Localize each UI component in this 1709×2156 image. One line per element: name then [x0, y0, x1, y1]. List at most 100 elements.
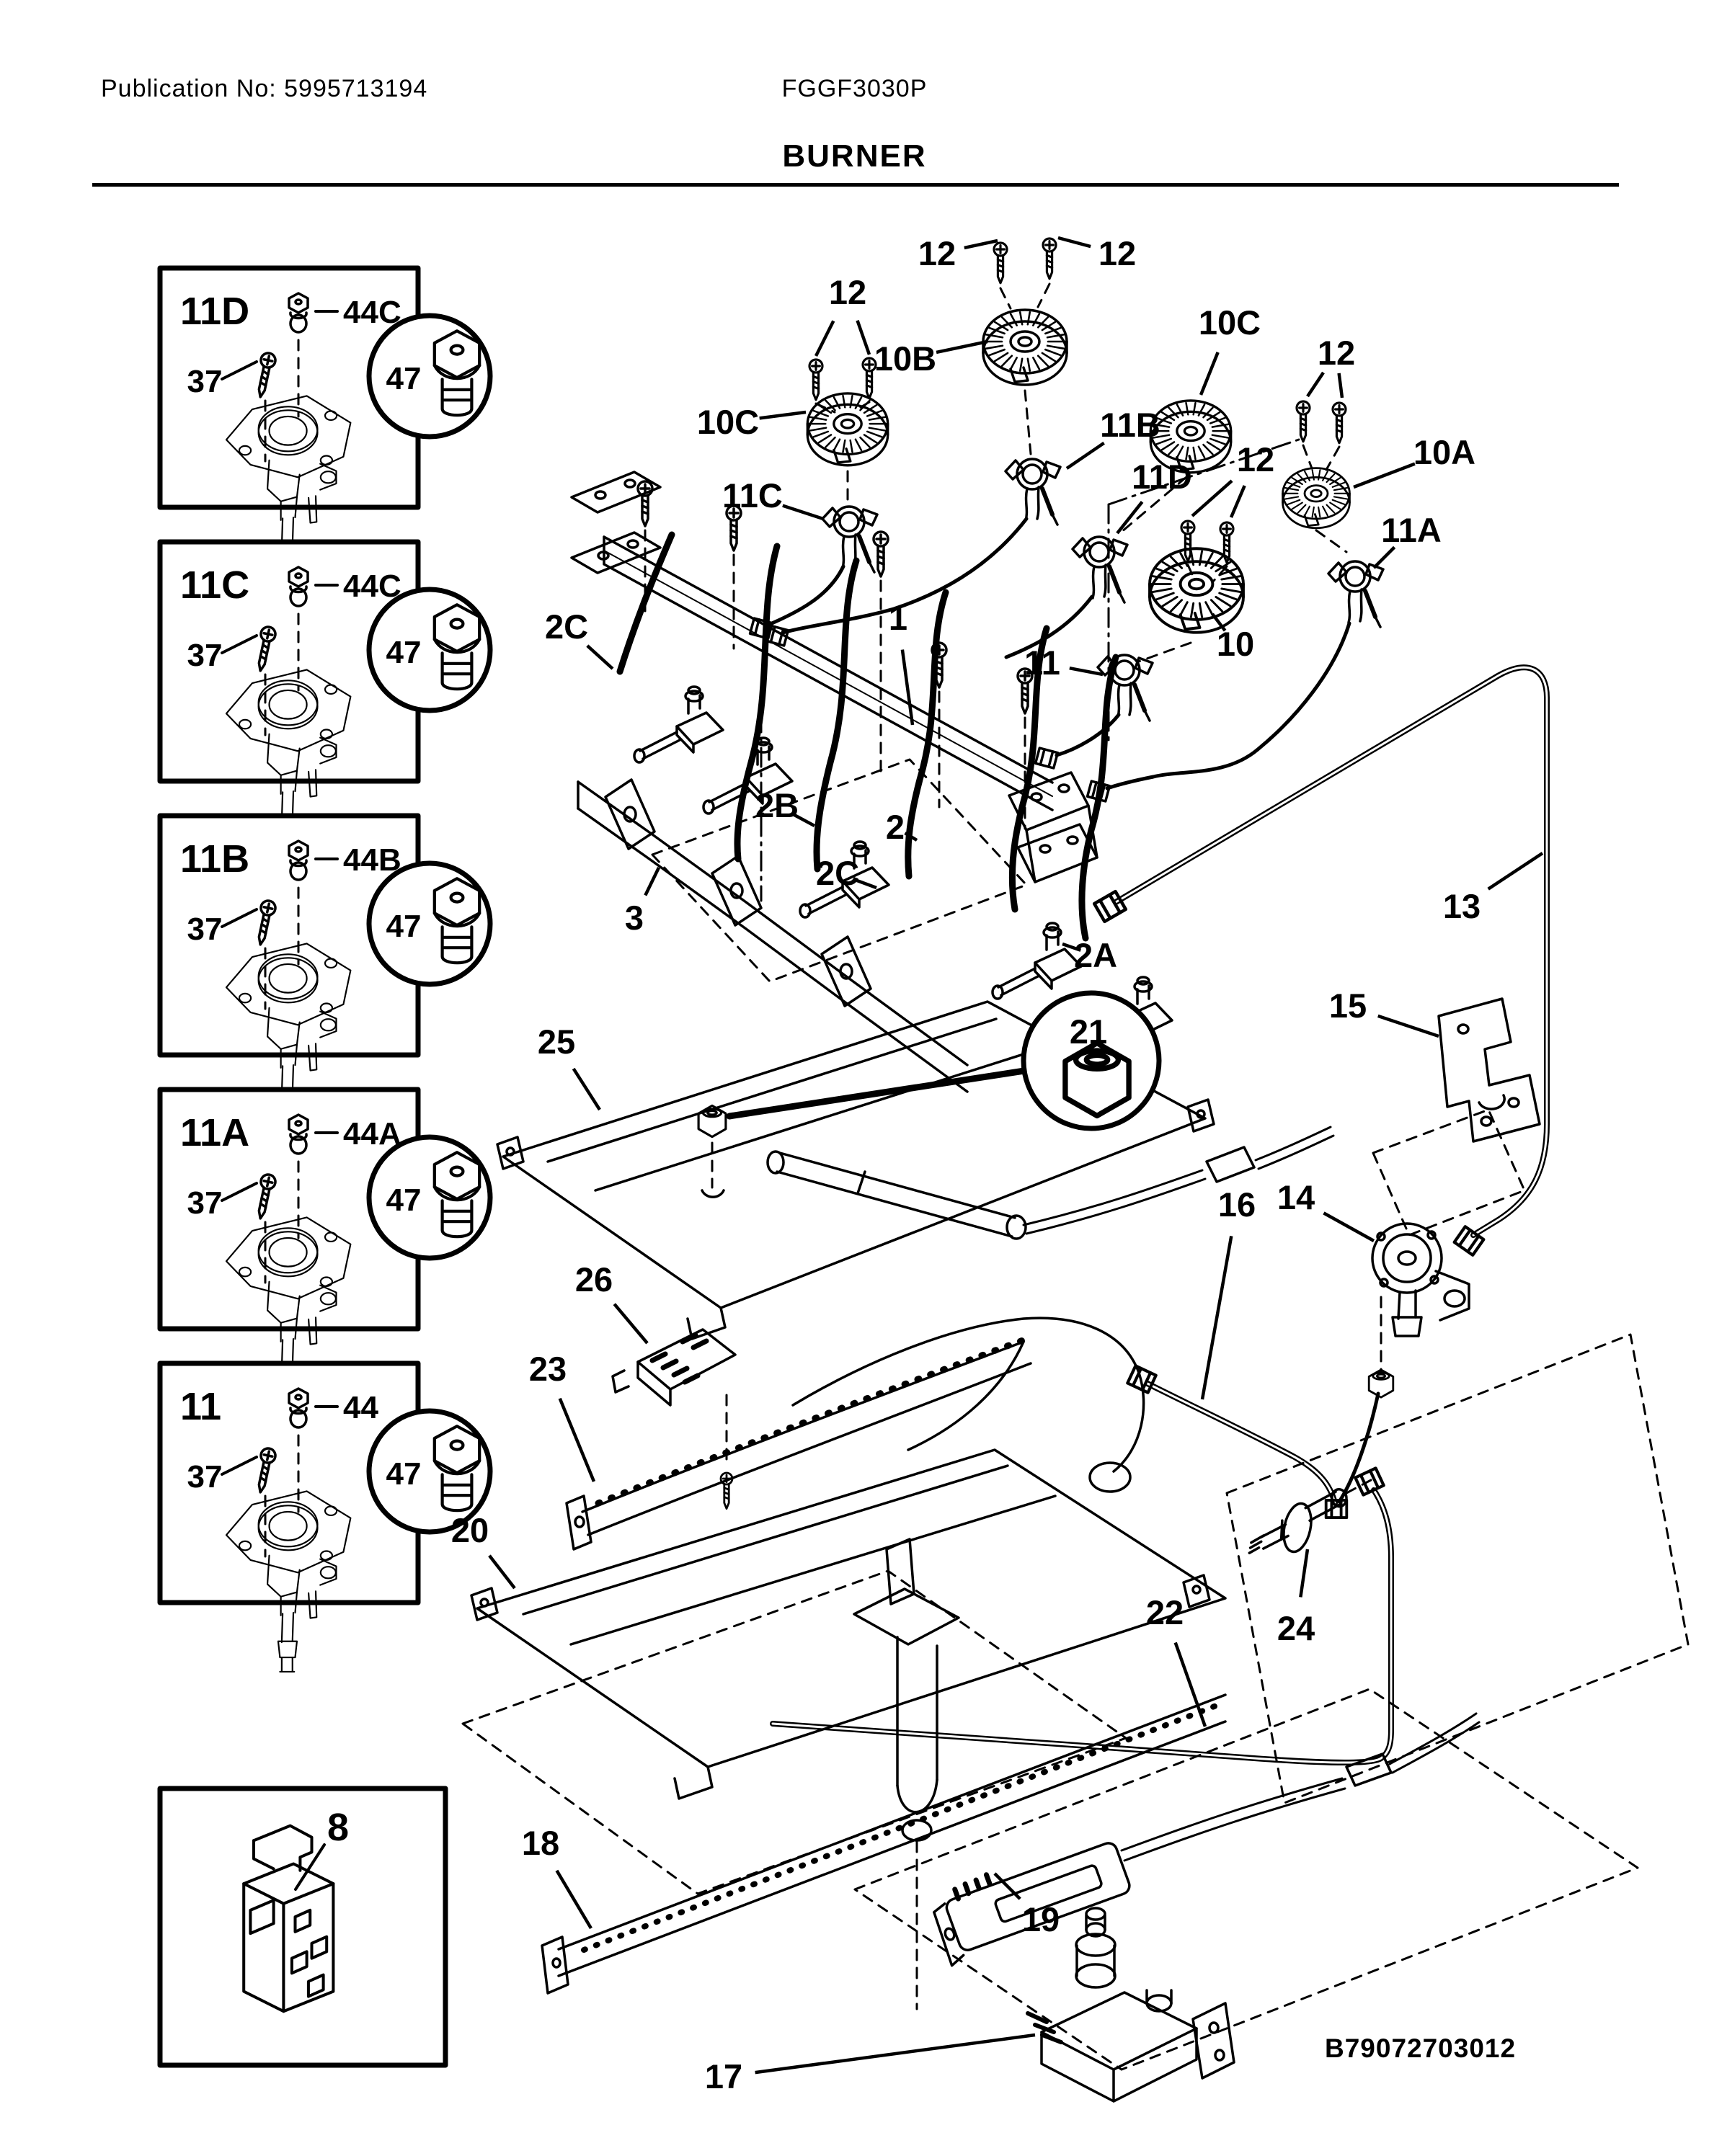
gas-valve [633, 685, 724, 764]
orifice-holder-11a [1328, 561, 1383, 627]
callout-10B: 10B [874, 339, 936, 378]
construction-box [461, 1569, 1127, 1895]
publication-number: Publication No: 5995713194 [101, 75, 428, 102]
orifice-holder-11b [1006, 459, 1060, 525]
construction-box [1372, 1108, 1526, 1237]
cap-screws-12 [808, 237, 1347, 564]
construction-box [651, 758, 1028, 983]
callout-20: 20 [451, 1511, 489, 1549]
key-label: 47 [386, 361, 422, 396]
detail-box-8: 8 [157, 1786, 448, 2068]
screw-label: 37 [187, 638, 223, 673]
callout-leader [613, 1303, 649, 1345]
callout-leader [904, 832, 918, 842]
orifice-label: 44A [343, 1116, 401, 1152]
callout-leader [755, 2033, 1036, 2075]
callout-12: 12 [829, 273, 866, 311]
callout-2A: 2A [1074, 936, 1117, 974]
callout-leader [555, 1869, 592, 1930]
broil-igniter-tube [766, 1126, 1335, 1240]
callout-leader [782, 504, 824, 521]
key-label: 47 [386, 635, 422, 670]
callout-leader [814, 320, 835, 357]
rail-screws [636, 480, 1034, 830]
burner-box-rail-3 [577, 778, 969, 1093]
callout-leader [1069, 666, 1104, 677]
callout-13: 13 [1443, 887, 1481, 925]
callout-22: 22 [1146, 1593, 1184, 1631]
callout-leader [586, 644, 614, 670]
callout-leader [1057, 236, 1091, 249]
screw-label: 37 [187, 912, 223, 947]
callout-26: 26 [575, 1260, 613, 1298]
callout-leader [759, 410, 807, 420]
burner-cap-10c-left [806, 392, 889, 467]
burner-cap-10 [1148, 547, 1245, 634]
callout-leader [856, 319, 871, 355]
callout-24: 24 [1277, 1609, 1315, 1647]
key-label: 47 [386, 909, 422, 944]
callout-17: 17 [705, 2057, 742, 2095]
nut-21-group [697, 990, 1162, 1198]
screw-label: 37 [187, 1459, 223, 1494]
callout-leader [1116, 501, 1144, 535]
pipe-22 [770, 1468, 1394, 1765]
callout-leader [1377, 1014, 1439, 1038]
callout-leader [1229, 485, 1246, 518]
callout-11A: 11A [1381, 511, 1442, 549]
callout-leader [854, 878, 877, 890]
orifice-holder-11d [1073, 537, 1127, 602]
detail-box-label: 11B [180, 837, 249, 881]
callout-2: 2 [886, 808, 905, 846]
callout-12: 12 [1237, 440, 1274, 478]
callout-leader [1487, 852, 1544, 891]
diagram-code: B79072703012 [1325, 2034, 1517, 2063]
callout-leader [1199, 352, 1220, 396]
callout-12: 12 [1098, 234, 1136, 272]
gas-valve [991, 922, 1083, 1000]
callout-3: 3 [625, 899, 644, 937]
callout-leader [1211, 612, 1227, 632]
callout-12: 12 [918, 234, 956, 272]
orifice-label: 44B [343, 842, 401, 878]
callout-10C: 10C [697, 403, 759, 441]
callout-leader [1337, 373, 1344, 398]
callout-11: 11 [1024, 643, 1060, 682]
callout-leader [572, 1067, 601, 1111]
callout-leader [1200, 1235, 1233, 1400]
callout-leader [1191, 479, 1233, 517]
callout-11D: 11D [1132, 458, 1192, 496]
gas-supply-pipe-13 [1094, 664, 1550, 1255]
pipe-16 [1127, 1366, 1349, 1520]
safety-valve-17 [1026, 1907, 1235, 2103]
orifice-label: 44C [343, 295, 401, 330]
electrode-dash [1345, 1479, 1372, 1494]
callout-leader [488, 1554, 516, 1590]
page-title: BURNER [782, 138, 927, 174]
detail-box-label: 11D [180, 290, 249, 333]
callout-25: 25 [538, 1023, 575, 1061]
burner-pan-20 [470, 1448, 1227, 1800]
construction-box [1225, 1333, 1690, 1804]
callout-leader [964, 239, 998, 250]
callout-leader [900, 649, 915, 726]
callout-12: 12 [1318, 334, 1355, 372]
title-rule [92, 183, 1619, 187]
callout-leader [1306, 371, 1325, 398]
model-number: FGGF3030P [781, 75, 928, 102]
callout-14: 14 [1277, 1178, 1315, 1216]
callout-11B: 11B [1100, 406, 1160, 444]
callout-11C: 11C [722, 476, 783, 514]
screw-label: 37 [187, 1185, 223, 1221]
callout-leader [644, 867, 661, 896]
callout-leader [1323, 1211, 1375, 1242]
callout-19: 19 [1022, 1900, 1060, 1938]
callout-10: 10 [1217, 625, 1254, 663]
detail-box-label: 11 [180, 1385, 221, 1428]
callout-leader [1173, 1642, 1207, 1727]
